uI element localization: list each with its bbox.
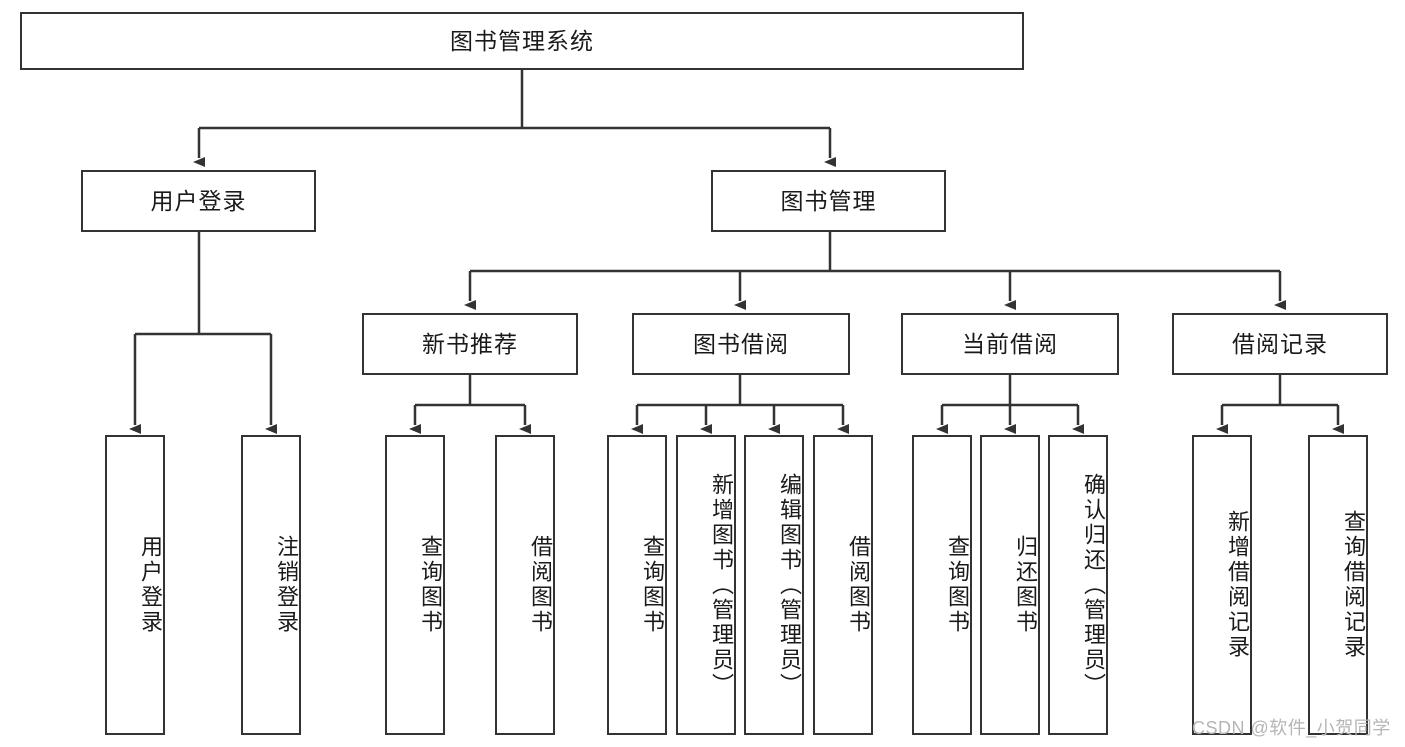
leaf-query-borrow-record[interactable]: 查询借阅记录 [1308, 435, 1368, 735]
node-book-management[interactable]: 图书管理 [711, 170, 946, 232]
leaf-logout-login[interactable]: 注销登录 [241, 435, 301, 735]
leaf-query-book-3[interactable]: 查询图书 [912, 435, 972, 735]
node-label: 用户登录 [150, 187, 247, 214]
leaf-edit-book-admin[interactable]: 编辑图书（管理员） [744, 435, 804, 735]
node-label: 查询图书 [418, 535, 443, 635]
node-label: 查询图书 [640, 535, 665, 635]
node-label: 借阅图书 [528, 535, 553, 635]
node-label: 图书管理系统 [450, 27, 594, 54]
node-label: 确认归还（管理员） [1081, 472, 1106, 698]
node-label: 归还图书 [1013, 535, 1038, 635]
watermark-csdn: CSDN @软件_小贺同学 [1192, 718, 1391, 738]
leaf-add-book-admin[interactable]: 新增图书（管理员） [676, 435, 736, 735]
node-label: 注销登录 [274, 535, 299, 635]
leaf-return-book[interactable]: 归还图书 [980, 435, 1040, 735]
node-user-login[interactable]: 用户登录 [81, 170, 316, 232]
node-current-borrow[interactable]: 当前借阅 [901, 313, 1119, 375]
leaf-borrow-book-1[interactable]: 借阅图书 [495, 435, 555, 735]
node-label: 新书推荐 [422, 330, 518, 357]
leaf-query-book-2[interactable]: 查询图书 [607, 435, 667, 735]
node-label: 借阅图书 [846, 535, 871, 635]
node-label: 新增借阅记录 [1225, 510, 1250, 660]
node-book-management-system[interactable]: 图书管理系统 [20, 12, 1024, 70]
node-label: 编辑图书（管理员） [777, 472, 802, 698]
leaf-confirm-return-admin[interactable]: 确认归还（管理员） [1048, 435, 1108, 735]
leaf-user-login[interactable]: 用户登录 [105, 435, 165, 735]
node-label: 新增图书（管理员） [709, 472, 734, 698]
node-label: 查询图书 [945, 535, 970, 635]
node-label: 借阅记录 [1232, 330, 1328, 357]
node-borrow-record[interactable]: 借阅记录 [1172, 313, 1388, 375]
node-label: 当前借阅 [962, 330, 1058, 357]
node-label: 图书管理 [780, 187, 877, 214]
leaf-add-borrow-record[interactable]: 新增借阅记录 [1192, 435, 1252, 735]
node-book-borrow[interactable]: 图书借阅 [632, 313, 850, 375]
leaf-query-book-1[interactable]: 查询图书 [385, 435, 445, 735]
node-new-book-recommend[interactable]: 新书推荐 [362, 313, 578, 375]
node-label: 查询借阅记录 [1341, 510, 1366, 660]
node-label: 用户登录 [138, 535, 163, 635]
node-label: 图书借阅 [693, 330, 789, 357]
leaf-borrow-book-2[interactable]: 借阅图书 [813, 435, 873, 735]
